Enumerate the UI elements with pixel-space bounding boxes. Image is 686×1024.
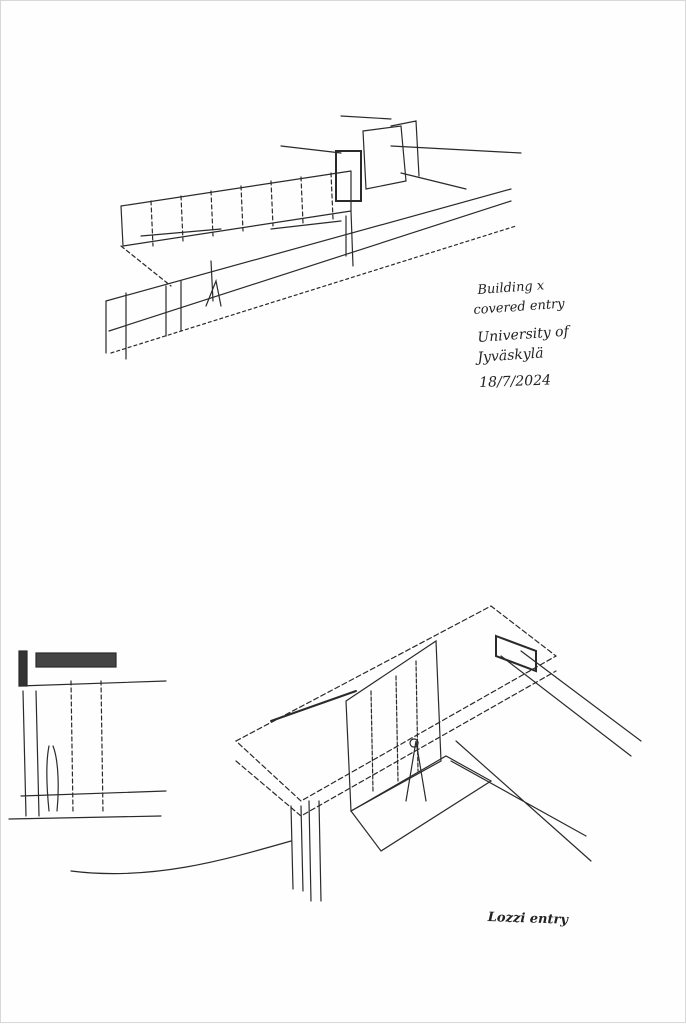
note-date: 18/7/2024 [478, 372, 552, 391]
note-lozzi-entry: Lozzi entry [487, 910, 569, 928]
